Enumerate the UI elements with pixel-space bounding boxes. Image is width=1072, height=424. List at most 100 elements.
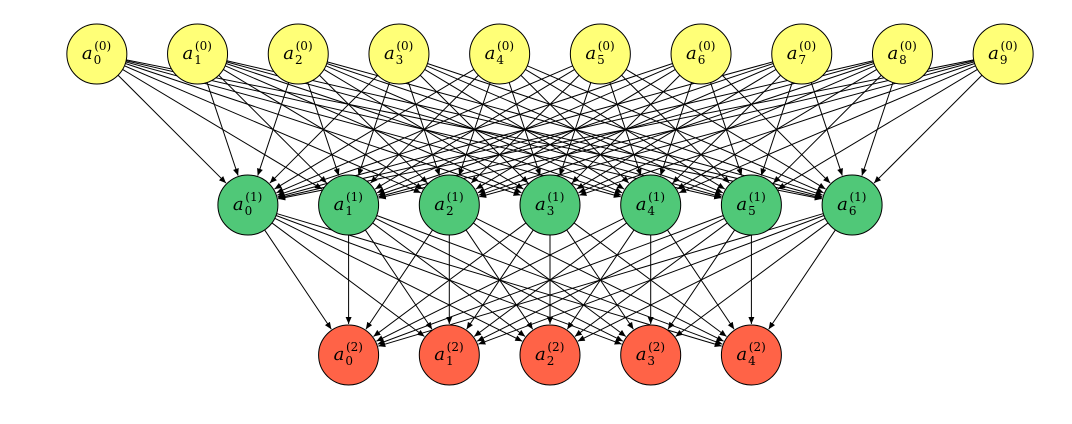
- node-label-subscript: 7: [798, 53, 806, 67]
- node-label: a3(1): [535, 190, 564, 218]
- node-layer0-3: a3(0): [368, 23, 430, 85]
- node-label: a1(2): [434, 340, 463, 368]
- node-label-base: a: [736, 344, 747, 365]
- node-circle: [569, 23, 631, 85]
- node-circle: [670, 23, 732, 85]
- edge-l0-9-to-l1-0: [278, 59, 974, 201]
- node-label-subscript: 1: [446, 354, 454, 368]
- node-label-subscript: 9: [1000, 53, 1008, 67]
- node-circle: [418, 324, 480, 386]
- node-label-subscript: 3: [396, 53, 404, 67]
- edge-l1-4-to-l2-0: [376, 217, 625, 342]
- node-label-base: a: [183, 43, 194, 64]
- node-layer0-1: a1(0): [167, 23, 229, 85]
- node-label-superscript: (1): [749, 190, 766, 204]
- edge-l1-3-to-l2-0: [373, 222, 527, 337]
- node-label-subscript: 1: [345, 204, 353, 218]
- node-label-base: a: [585, 43, 596, 64]
- node-layer1-1: a1(1): [318, 174, 380, 236]
- nodes-group: a0(0)a1(0)a2(0)a3(0)a4(0)a5(0)a6(0)a7(0)…: [66, 23, 1034, 386]
- node-label-subscript: 5: [597, 53, 605, 67]
- node-circle: [871, 23, 933, 85]
- edge-l0-9-to-l1-6: [873, 74, 983, 184]
- node-layer1-4: a4(1): [620, 174, 682, 236]
- node-label-base: a: [686, 43, 697, 64]
- node-label-subscript: 0: [94, 53, 102, 67]
- node-label-base: a: [434, 194, 445, 215]
- node-label: a3(2): [636, 340, 665, 368]
- node-label-base: a: [434, 344, 445, 365]
- node-label-superscript: (1): [648, 190, 665, 204]
- node-label-subscript: 2: [295, 53, 303, 67]
- node-circle: [972, 23, 1034, 85]
- node-label: a1(0): [183, 39, 212, 67]
- node-label-superscript: (2): [447, 340, 464, 354]
- node-label-subscript: 6: [698, 53, 706, 67]
- node-layer0-4: a4(0): [469, 23, 531, 85]
- node-label-subscript: 2: [446, 204, 454, 218]
- edge-l0-9-to-l1-1: [378, 60, 975, 200]
- node-circle: [267, 23, 329, 85]
- node-layer0-7: a7(0): [771, 23, 833, 85]
- node-circle: [771, 23, 833, 85]
- edge-l0-7-to-l1-0: [277, 61, 773, 198]
- node-label: a6(0): [686, 39, 715, 67]
- node-label-superscript: (0): [396, 39, 413, 53]
- node-circle: [519, 174, 581, 236]
- node-label-base: a: [636, 194, 647, 215]
- node-layer0-6: a6(0): [670, 23, 732, 85]
- node-circle: [368, 23, 430, 85]
- node-label-subscript: 4: [748, 354, 756, 368]
- node-label: a0(0): [82, 39, 111, 67]
- node-label-subscript: 1: [194, 53, 202, 67]
- node-label-base: a: [887, 43, 898, 64]
- node-label: a7(0): [787, 39, 816, 67]
- node-label-subscript: 4: [647, 204, 655, 218]
- node-label-base: a: [82, 43, 93, 64]
- node-layer2-3: a3(2): [620, 324, 682, 386]
- node-label: a3(0): [384, 39, 413, 67]
- edge-l1-6-to-l2-2: [577, 217, 826, 342]
- node-layer1-2: a2(1): [418, 174, 480, 236]
- node-circle: [66, 23, 128, 85]
- node-label-base: a: [485, 43, 496, 64]
- node-label: a2(0): [283, 39, 312, 67]
- node-label-superscript: (0): [799, 39, 816, 53]
- node-label: a2(1): [434, 190, 463, 218]
- node-label-base: a: [334, 344, 345, 365]
- node-label-superscript: (0): [698, 39, 715, 53]
- node-layer2-1: a1(2): [418, 324, 480, 386]
- edge-l1-6-to-l2-4: [768, 229, 836, 330]
- node-label-superscript: (1): [447, 190, 464, 204]
- node-label: a2(2): [535, 340, 564, 368]
- node-label-superscript: (2): [648, 340, 665, 354]
- node-label: a4(0): [485, 39, 514, 67]
- edge-l0-3-to-l1-0: [269, 74, 379, 184]
- node-label-base: a: [233, 194, 244, 215]
- node-label-base: a: [988, 43, 999, 64]
- node-circle: [620, 174, 682, 236]
- node-layer0-9: a9(0): [972, 23, 1034, 85]
- node-circle: [318, 324, 380, 386]
- node-label: a1(1): [334, 190, 363, 218]
- node-circle: [519, 324, 581, 386]
- node-label: a5(1): [736, 190, 765, 218]
- node-circle: [821, 174, 883, 236]
- edge-l0-1-to-l1-0: [206, 82, 239, 176]
- node-label-subscript: 5: [748, 204, 756, 218]
- node-label-superscript: (1): [547, 190, 564, 204]
- edge-l0-0-to-l1-0: [117, 74, 227, 184]
- node-label-base: a: [535, 344, 546, 365]
- node-label-superscript: (2): [346, 340, 363, 354]
- node-label-superscript: (0): [195, 39, 212, 53]
- node-label-superscript: (0): [296, 39, 313, 53]
- node-label: a8(0): [887, 39, 916, 67]
- node-circle: [720, 324, 782, 386]
- node-layer0-0: a0(0): [66, 23, 128, 85]
- node-label-subscript: 0: [345, 354, 353, 368]
- edge-l0-9-to-l1-5: [777, 69, 978, 190]
- node-layer0-8: a8(0): [871, 23, 933, 85]
- node-circle: [167, 23, 229, 85]
- node-label: a0(2): [334, 340, 363, 368]
